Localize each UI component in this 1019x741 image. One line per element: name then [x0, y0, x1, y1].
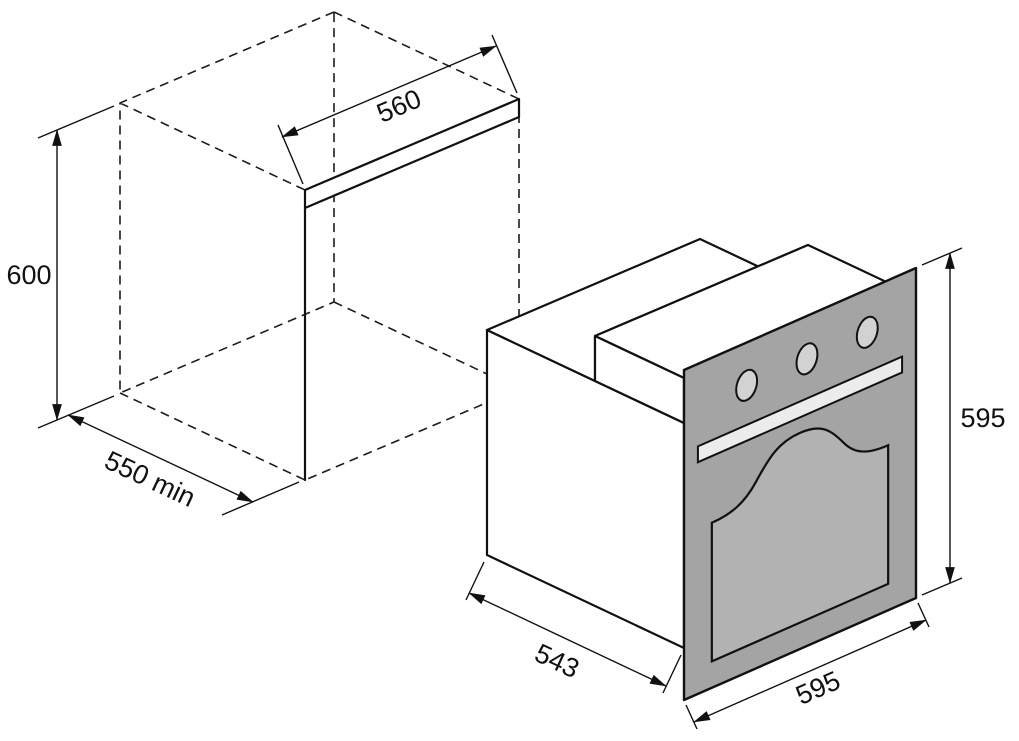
oven-knob-3: [857, 313, 878, 352]
dim-600-extension-top: [37, 105, 115, 139]
dim-595h-extension-top: [921, 247, 963, 266]
oven-knob-2: [797, 339, 818, 378]
oven-door-glass: [712, 394, 888, 661]
dim-550-line: [67, 414, 254, 503]
niche-dashed-outline: [119, 10, 520, 481]
dim-550-extension-front: [221, 481, 300, 516]
dim-560-label: 560: [372, 83, 425, 128]
oven-door-handle: [698, 357, 902, 463]
dim-543-label: 543: [530, 638, 584, 684]
dim-600-label: 600: [6, 260, 51, 290]
dimension-cabinet-depth: 550 min: [67, 414, 300, 516]
dim-595h-extension-bottom: [921, 577, 963, 596]
oven-panel-details: [698, 302, 902, 667]
cabinet-niche: [119, 10, 521, 482]
oven-knob-1: [736, 366, 757, 405]
dim-560-line: [281, 45, 497, 138]
dim-595h-label: 595: [960, 403, 1005, 433]
dimension-oven-height: 595: [921, 247, 1006, 596]
dim-550-label: 550 min: [100, 445, 200, 513]
dim-560-extension-right: [491, 34, 518, 94]
oven-front: [684, 268, 916, 700]
dim-543-line: [468, 592, 667, 687]
dimension-cabinet-height: 600: [6, 105, 115, 429]
dim-595w-extension-right: [917, 602, 930, 628]
dim-600-extension-bottom: [37, 395, 115, 429]
dim-595w-extension-left: [685, 704, 698, 730]
dim-595w-label: 595: [791, 665, 844, 711]
oven-body: [485, 237, 899, 650]
dim-543-extension-front: [662, 654, 682, 694]
dim-543-extension-back: [465, 561, 485, 601]
dim-595w-line: [693, 619, 927, 723]
